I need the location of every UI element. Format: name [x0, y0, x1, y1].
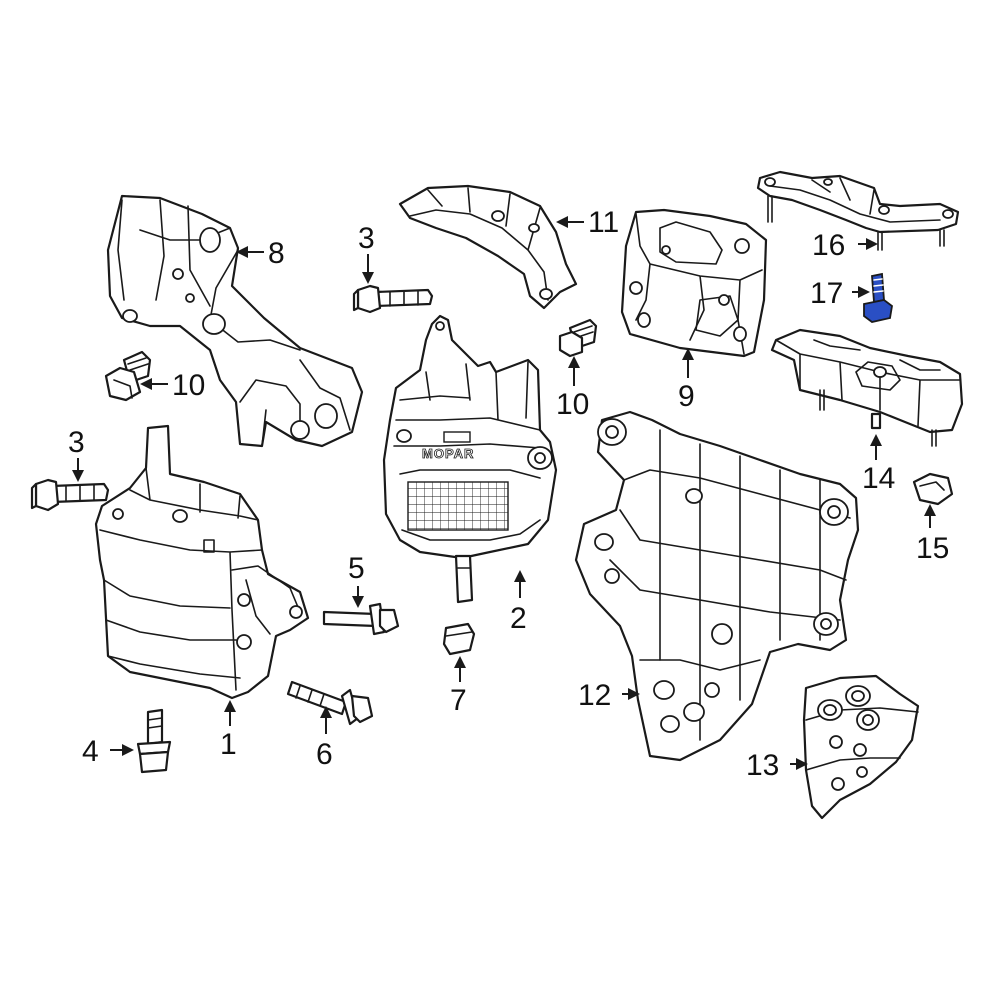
part-1-engine-mount[interactable] — [94, 424, 310, 700]
part-9-bracket[interactable] — [620, 208, 768, 358]
part-4-bolt[interactable] — [136, 708, 172, 774]
callout-11: 11 — [588, 206, 619, 239]
callout-12: 12 — [578, 679, 611, 712]
part-3-bolt-upper[interactable] — [352, 284, 434, 314]
callout-labels: 8 11 3 10 10 9 16 17 14 15 3 2 5 1 6 7 4… — [68, 206, 949, 782]
callout-9: 9 — [678, 380, 695, 413]
callout-3-upper: 3 — [358, 222, 375, 255]
callout-10-center: 10 — [556, 388, 589, 421]
callout-17: 17 — [810, 277, 843, 310]
callout-4: 4 — [82, 735, 99, 768]
callout-leaders — [72, 216, 936, 770]
callout-14: 14 — [862, 462, 895, 495]
callout-13: 13 — [746, 749, 779, 782]
part-7-nut[interactable] — [442, 622, 476, 656]
part-15-nut[interactable] — [912, 472, 954, 506]
brand-label: MOPAR — [422, 446, 474, 461]
callout-3-left: 3 — [68, 426, 85, 459]
part-17-bolt-highlighted[interactable] — [863, 272, 893, 323]
part-12-bracket[interactable] — [574, 410, 860, 762]
callout-8: 8 — [268, 237, 285, 270]
callout-5: 5 — [348, 552, 365, 585]
callout-2: 2 — [510, 602, 527, 635]
part-2-mount[interactable]: MOPAR — [382, 314, 558, 604]
part-3-bolt-left[interactable] — [30, 478, 110, 512]
part-14-mount[interactable] — [770, 328, 964, 447]
callout-10-left: 10 — [172, 369, 205, 402]
callout-6: 6 — [316, 738, 333, 771]
part-11-heat-shield[interactable] — [398, 184, 578, 310]
part-10-bolt-left[interactable] — [104, 350, 152, 402]
callout-7: 7 — [450, 684, 467, 717]
part-8-bracket[interactable] — [106, 194, 364, 448]
callout-16: 16 — [812, 229, 845, 262]
part-13-plate[interactable] — [802, 674, 920, 820]
callout-15: 15 — [916, 532, 949, 565]
part-5-bolt[interactable] — [322, 602, 400, 636]
callout-1: 1 — [220, 728, 237, 761]
part-6-bolt[interactable] — [286, 680, 374, 726]
part-10-bolt-center[interactable] — [558, 318, 598, 358]
part-16-plate[interactable] — [756, 170, 960, 251]
